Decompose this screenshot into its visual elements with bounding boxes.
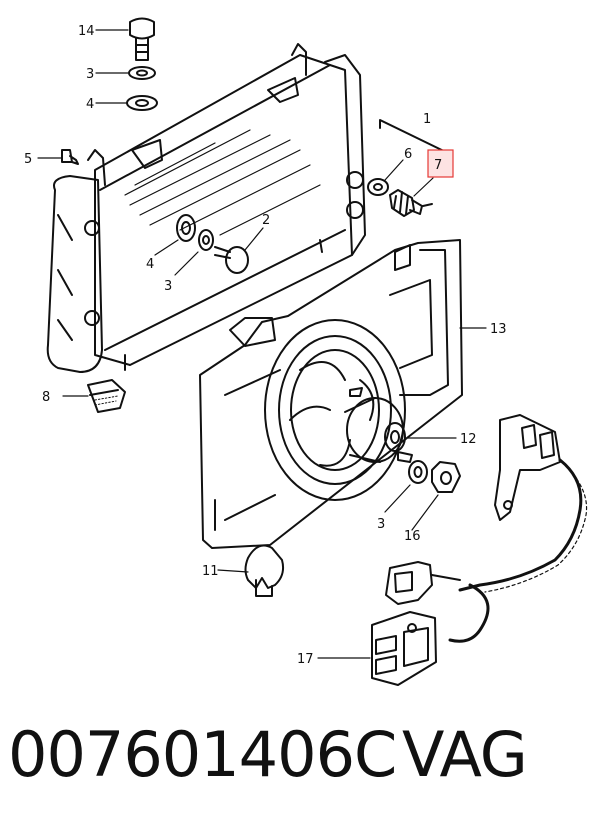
callout-12: 12 (460, 432, 477, 447)
fan-shroud-13 (199, 239, 463, 549)
thermo-switch-7-and-ring-6 (367, 178, 433, 217)
leader-lines (37, 29, 487, 659)
callout-3-mid: 3 (164, 279, 172, 294)
part-number-caption: 007601406C (8, 718, 397, 791)
callout-2: 2 (262, 213, 270, 228)
callout-16: 16 (404, 529, 421, 544)
clip-8 (87, 379, 126, 413)
callout-7-highlight (427, 149, 454, 178)
washer-3-nut-16 (408, 460, 461, 493)
clamp-11 (244, 544, 285, 597)
brand-caption: VAG (402, 718, 528, 791)
callout-13: 13 (490, 322, 507, 337)
callout-5: 5 (24, 152, 32, 167)
wiring-harness-17 (371, 414, 588, 686)
clip-5 (61, 149, 79, 165)
radiator (46, 43, 366, 373)
callout-4-mid: 4 (146, 257, 154, 272)
callout-14: 14 (78, 24, 95, 39)
callout-17: 17 (297, 652, 314, 667)
bolt-14-stack (126, 17, 158, 111)
callout-11: 11 (202, 564, 219, 579)
callout-3-low: 3 (377, 517, 385, 532)
washers-and-screw-2 (176, 214, 249, 274)
callout-1: 1 (423, 112, 431, 127)
exploded-parts-diagram: 14 3 4 5 1 6 7 2 4 3 13 8 12 3 16 11 17 (24, 17, 588, 686)
callout-3-top: 3 (86, 67, 94, 82)
callout-4-top: 4 (86, 97, 94, 112)
callout-6: 6 (404, 147, 412, 162)
fan-motor-12 (264, 319, 413, 501)
callout-7: 7 (434, 158, 442, 173)
callout-8: 8 (42, 390, 50, 405)
